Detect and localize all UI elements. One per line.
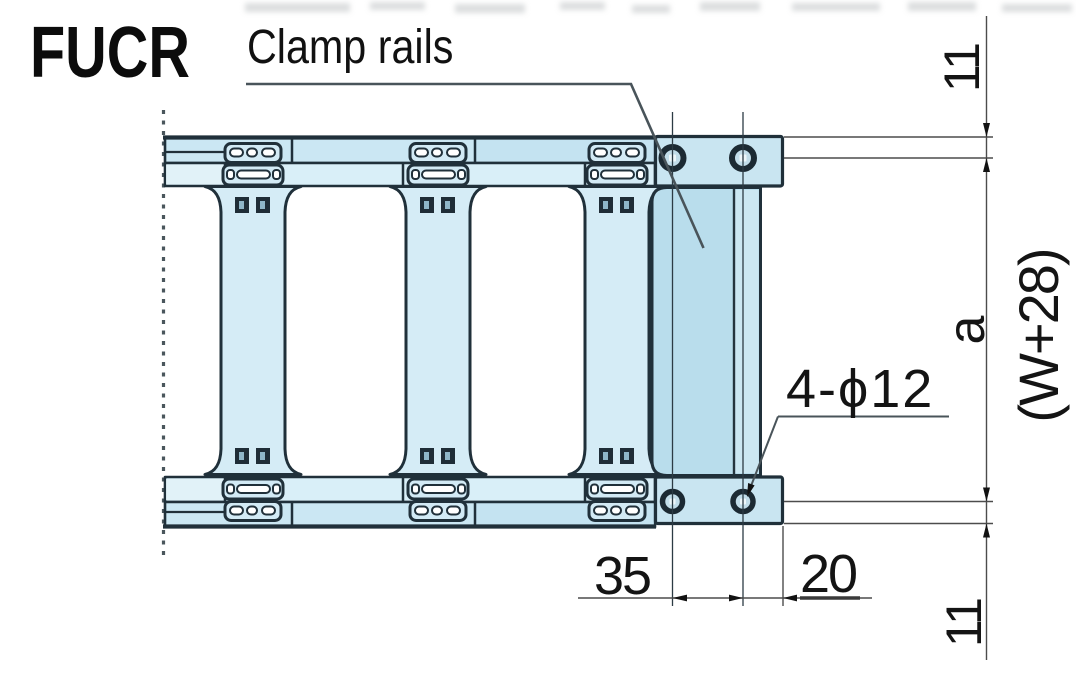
dimension-bottom: 35 20 [578,526,872,606]
link-plate [406,142,470,187]
link-plate [585,477,649,522]
end-plate-top [653,134,785,188]
leader-hole-callout [746,415,949,497]
leader-clamp-rails [246,82,705,249]
dim-rail-offset-bottom: 11 [936,599,992,647]
dimension-right: 11 a (W+28) 11 [784,16,1070,660]
hole-centerlines [671,112,744,606]
link-plate [221,477,285,522]
dim-hole-pitch: 35 [594,546,650,606]
end-plate-bottom [653,475,785,526]
clamp-rail-bar [650,186,762,477]
crossbar [388,185,488,476]
dim-hole-edge-distance: 20 [800,544,856,604]
scan-artifacts [245,2,1072,13]
bottom-rail-band [163,475,657,529]
page-title: FUCR [30,12,190,93]
label-hole-callout: 4-ϕ12 [786,359,934,419]
crossbars [203,185,667,476]
label-clamp-rails: Clamp rails [247,20,453,74]
crossbar [203,185,303,476]
link-plate [221,142,285,187]
link-plate [585,142,649,187]
top-rail-band [163,135,657,188]
dim-rail-offset-top: 11 [934,44,990,92]
dim-inner-width: a [938,315,996,344]
dim-outer-width: (W+28) [1007,249,1070,422]
link-plate [406,477,470,522]
